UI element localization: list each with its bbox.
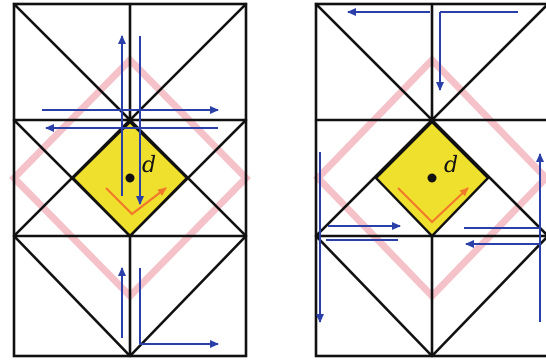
left-diag-1	[12, 2, 132, 122]
left-diag-7	[12, 234, 132, 358]
right-diag-1	[314, 2, 434, 122]
right-diag-6	[430, 236, 546, 358]
right-orange-arrow	[397, 187, 469, 224]
left-diag-8	[128, 234, 248, 358]
right-diag-2	[430, 4, 546, 122]
left-point-d	[125, 173, 135, 183]
right-panel: d	[313, 2, 546, 358]
left-point-label: d	[142, 153, 156, 178]
right-diag-4	[430, 118, 546, 236]
left-diag-6	[128, 118, 248, 238]
right-point-d	[427, 173, 437, 183]
right-diag-5	[314, 234, 434, 358]
right-point-label: d	[444, 153, 458, 178]
left-panel: d	[9, 2, 251, 358]
right-diag-3	[314, 118, 434, 238]
left-orange-arrow	[105, 187, 167, 216]
left-diag-2	[128, 2, 248, 122]
left-diag-5	[12, 118, 132, 238]
